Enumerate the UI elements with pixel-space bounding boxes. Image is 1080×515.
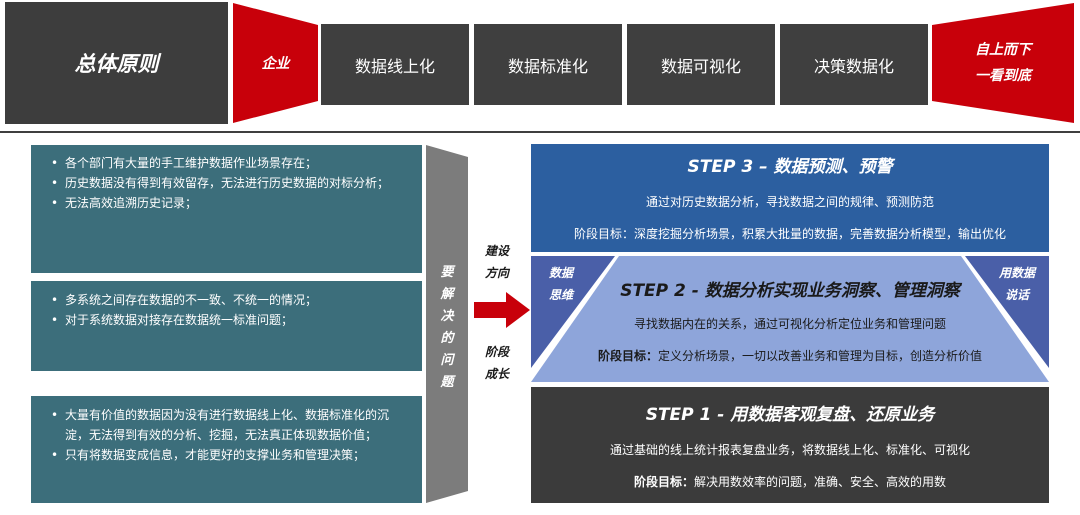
problem-item: 无法高效追溯历史记录； xyxy=(51,193,412,213)
problem-item: 多系统之间存在数据的不一致、不统一的情况； xyxy=(51,290,412,310)
enterprise-red-shape xyxy=(233,3,318,123)
step2-title: STEP 2 - 数据分析实现业务洞察、管理洞察 xyxy=(620,281,960,301)
top-down-line1: 自上而下 xyxy=(975,42,1031,58)
step3-desc: 通过对历史数据分析，寻找数据之间的规律、预测防范 xyxy=(645,195,934,209)
step1-goal-label: 阶段目标： xyxy=(633,475,694,489)
step3-title: STEP 3 – 数据预测、预警 xyxy=(687,157,893,177)
step1-title: STEP 1 - 用数据客观复盘、还原业务 xyxy=(645,405,935,425)
stage-growth-label: 阶段 成长 xyxy=(484,345,509,381)
problem-item: 历史数据没有得到有效留存，无法进行历史数据的对标分析； xyxy=(51,173,412,193)
problem-item: 对于系统数据对接存在数据统一标准问题； xyxy=(51,310,412,330)
top-down-line2: 一看到底 xyxy=(975,68,1031,84)
overall-principles-title: 总体原则 xyxy=(5,2,228,124)
step1-goal: 解决用数效率的问题，准确、安全、高效的用数 xyxy=(694,475,947,489)
pillar-standard: 数据标准化 xyxy=(474,24,622,105)
problems-vertical-bar xyxy=(426,145,468,503)
enterprise-label: 企业 xyxy=(261,56,290,72)
speak-with-data-label: 用数据 说话 xyxy=(998,266,1035,302)
problem-box-3: 大量有价值的数据因为没有进行数据线上化、数据标准化的沉淀，无法得到有效的分析、挖… xyxy=(31,396,422,503)
step2-shape xyxy=(531,256,1049,382)
step3-box: STEP 3 – 数据预测、预警 通过对历史数据分析，寻找数据之间的规律、预测防… xyxy=(531,144,1049,252)
right-arrow-icon xyxy=(474,292,530,328)
problems-vertical-label: 要 解 决 的 问 题 xyxy=(440,265,454,390)
top-down-red-shape xyxy=(932,3,1074,123)
data-thinking-label: 数据 思维 xyxy=(548,266,573,302)
top-down-label: 自上而下 一看到底 xyxy=(932,3,1074,123)
problem-item: 只有将数据变成信息，才能更好的支撑业务和管理决策； xyxy=(51,445,412,465)
pillar-visual: 数据可视化 xyxy=(627,24,775,105)
step1-goal-line: 阶段目标：解决用数效率的问题，准确、安全、高效的用数 xyxy=(531,473,1049,490)
step1-desc: 通过基础的线上统计报表复盘业务，将数据线上化、标准化、可视化 xyxy=(609,443,970,457)
step1-box: STEP 1 - 用数据客观复盘、还原业务 通过基础的线上统计报表复盘业务，将数… xyxy=(531,387,1049,503)
problem-box-1: 各个部门有大量的手工维护数据作业场景存在； 历史数据没有得到有效留存，无法进行历… xyxy=(31,145,422,273)
build-direction-label: 建设 方向 xyxy=(484,244,509,280)
header-divider xyxy=(0,131,1080,133)
problem-item: 各个部门有大量的手工维护数据作业场景存在； xyxy=(51,153,412,173)
problem-item: 大量有价值的数据因为没有进行数据线上化、数据标准化的沉淀，无法得到有效的分析、挖… xyxy=(51,405,412,445)
pillar-online: 数据线上化 xyxy=(321,24,469,105)
step2-desc: 寻找数据内在的关系，通过可视化分析定位业务和管理问题 xyxy=(633,317,946,331)
step2-goal-line: 阶段目标：定义分析场景，一切以改善业务和管理为目标，创造分析价值 xyxy=(531,347,1049,364)
step2-goal-label: 阶段目标： xyxy=(597,349,658,363)
step3-goal: 阶段目标：深度挖掘分析场景，积累大批量的数据，完善数据分析模型，输出优化 xyxy=(573,227,1006,241)
problem-box-2: 多系统之间存在数据的不一致、不统一的情况； 对于系统数据对接存在数据统一标准问题… xyxy=(31,281,422,371)
pillar-decision: 决策数据化 xyxy=(780,24,928,105)
step2-goal: 定义分析场景，一切以改善业务和管理为目标，创造分析价值 xyxy=(658,349,983,363)
